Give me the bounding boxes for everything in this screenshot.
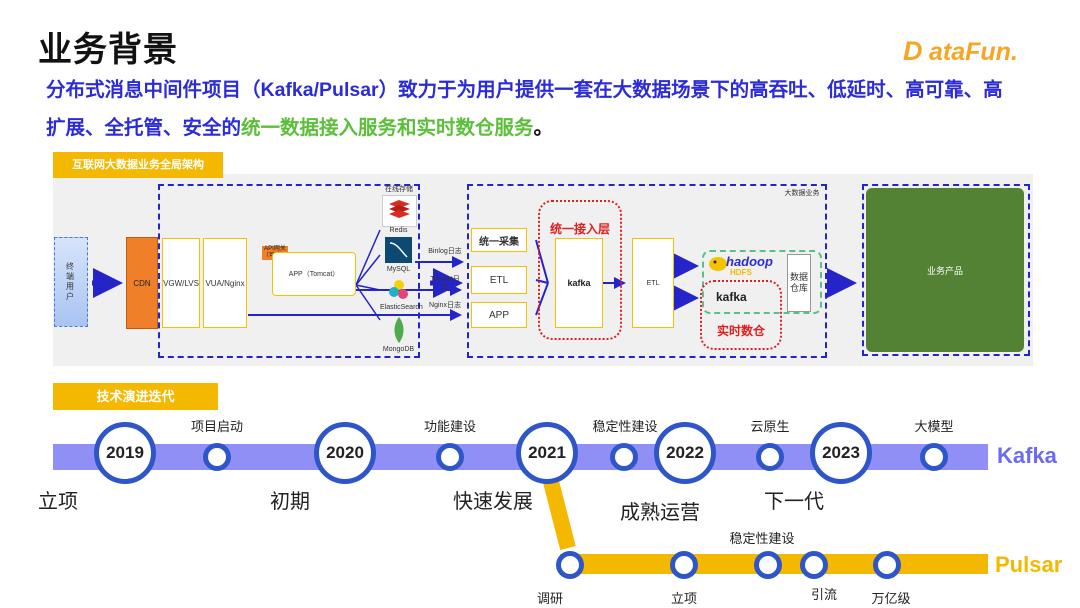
dw-group-frame [702,250,822,314]
kafka-milestone-dot [436,443,464,471]
page-title: 业务背景 [38,31,178,69]
pulsar-milestone-label: 稳定性建设 [729,531,795,546]
kafka-box: kafka [555,238,603,328]
binlog-label: Binlog日志 [428,248,462,255]
tomcat-log-label: Tomcat日志 [430,276,460,291]
year-2022-node: 2022 [654,422,716,484]
year-2022: 2022 [666,443,704,462]
vgw-box: VGW/LVS [162,238,200,328]
bigdata-frame [467,184,827,358]
elasticsearch-label: ElasticSearch [380,304,423,311]
year-2019-node: 2019 [94,422,156,484]
logo-d: D [903,36,923,66]
vua-box: VUA/Nginx [203,238,247,328]
phase-label: 成熟运营 [620,502,700,524]
product-frame [862,184,1030,356]
pulsar-lane-label: Pulsar [995,552,1063,577]
redis-icon [382,195,417,227]
kafka2-label: kafka [716,290,747,304]
app-box: APP [471,302,527,328]
pulsar-milestone-label: 立项 [670,591,697,606]
bigdata-label: 大数据业务 [784,190,820,197]
mysql-icon [385,237,412,263]
unified-access-title: 统一接入层 [549,222,610,236]
hadoop-logo [708,252,784,272]
etl-box-2: ETL [632,238,674,328]
kafka-milestone-dot [920,443,948,471]
cdn-box: CDN [126,237,158,329]
kafka-label: kafka [567,278,591,288]
kafka-lane-label: Kafka [997,443,1057,468]
logo-rest: ataFun. [929,38,1018,66]
business-product-box: 业务产品 [866,188,1024,352]
year-2023: 2023 [822,443,860,462]
pulsar-milestone-dot [754,551,782,579]
year-2019: 2019 [106,443,144,462]
nginx-log-label: Nginx日志 [429,302,461,309]
intro-line-1: 分布式消息中间件项目（Kafka/Pulsar）致力于为用户提供一套在大数据场景… [46,79,1003,101]
web-tier-frame [158,184,420,358]
kafka-milestone-label: 功能建设 [423,419,476,434]
year-2021-node: 2021 [516,422,578,484]
kafka-milestone-label: 云原生 [750,419,790,434]
pulsar-milestone-dot [873,551,901,579]
data-warehouse-box: 数据仓库 [787,254,811,312]
kafka-milestone-label: 大模型 [914,419,954,434]
intro-line2-a: 扩展、全托管、安全的 [46,117,242,139]
year-2021: 2021 [528,443,566,462]
pulsar-milestone-label: 万亿级 [871,591,911,606]
pulsar-milestone-label: 调研 [536,591,563,606]
pulsar-milestone-dot [670,551,698,579]
pulsar-milestone-dot [556,551,584,579]
realtime-dw-title: 实时数仓 [716,324,765,338]
kafka-milestone-label: 项目启动 [190,419,243,434]
elasticsearch-icon [388,279,410,301]
pulsar-milestone-dot [800,551,828,579]
year-2020: 2020 [326,443,364,462]
kafka-milestone-dot [610,443,638,471]
mongodb-icon [392,316,406,344]
terminal-user-label: 终端用户 [66,262,74,301]
mongodb-label: MongoDB [382,346,415,353]
terminal-user-box [54,237,88,327]
kafka-milestone-label: 稳定性建设 [592,419,658,434]
year-2023-node: 2023 [810,422,872,484]
storage-label: 在线存储 [385,186,413,193]
hdfs-label: HDFS [730,268,752,277]
hadoop-label: hadoop [726,254,773,269]
redis-label: Redis [389,227,408,234]
intro-line2-end: 。 [533,117,554,139]
app-tomcat-box: APP（Tomcat） [272,252,356,296]
mysql-label: MySQL [386,266,411,273]
kafka-milestone-dot [203,443,231,471]
phase-label: 下一代 [764,491,824,513]
intro-line-2: 扩展、全托管、安全的统一数据接入服务和实时数仓服务。 [46,110,1056,146]
pulsar-milestone-label: 引流 [810,587,837,602]
phase-label: 立项 [38,491,78,513]
unified-access-frame [538,200,622,340]
intro-highlight: 统一数据接入服务和实时数仓服务 [241,117,534,139]
phase-label: 快速发展 [453,491,533,513]
evolution-tag: 技术演进迭代 [53,383,218,410]
kafka-milestone-dot [756,443,784,471]
phase-label: 初期 [270,491,310,513]
etl-box-1: ETL [471,266,527,294]
year-2020-node: 2020 [314,422,376,484]
architecture-tag: 互联网大数据业务全局架构 [53,152,223,178]
realtime-dw-frame [700,280,782,350]
unified-collect-box: 统一采集 [471,228,527,252]
